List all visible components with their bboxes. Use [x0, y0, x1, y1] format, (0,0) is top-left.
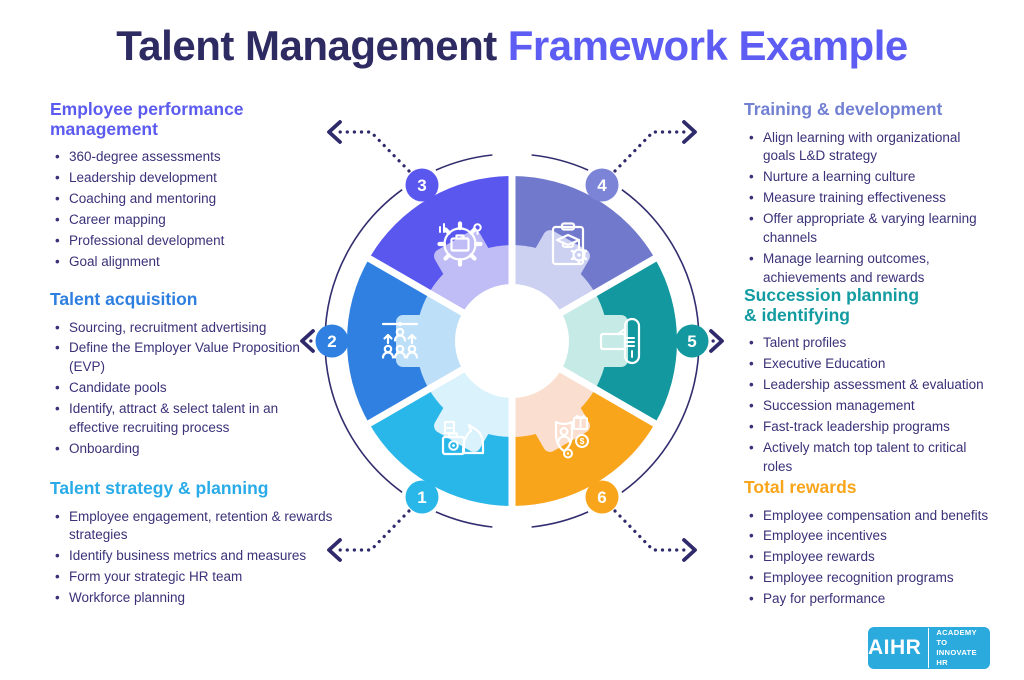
number-badge-5: 5: [675, 324, 709, 358]
tagline-line-1: ACADEMY TO: [936, 628, 977, 648]
bullet-item: Onboarding: [50, 440, 304, 459]
svg-text:2: 2: [327, 332, 336, 351]
bullet-item: Workforce planning: [50, 589, 350, 608]
bullet-item: Define the Employer Value Proposition (E…: [50, 339, 304, 377]
bullet-list: Employee engagement, retention & rewards…: [50, 508, 350, 608]
section-heading: Talent strategy & planning: [50, 478, 269, 498]
bullet-item: Employee compensation and benefits: [744, 507, 998, 526]
number-badge-2: 2: [315, 324, 349, 358]
bullet-item: Leadership development: [50, 169, 302, 188]
chess-knight-briefcase-icon: [441, 420, 485, 456]
bullet-item: Executive Education: [744, 355, 996, 374]
section-talent-strategy-planning: Talent strategy & planning Employee enga…: [50, 478, 350, 610]
bullet-item: Goal alignment: [50, 253, 302, 272]
dotted-arrow-top-right: [613, 120, 697, 173]
arrow-right-icon: [682, 538, 697, 562]
people-growth-icon: [381, 322, 419, 359]
section-talent-acquisition: Talent acquisition Sourcing, recruitment…: [50, 289, 304, 461]
number-badge-6: 6: [585, 480, 619, 514]
bullet-item: Succession management: [744, 397, 996, 416]
section-heading: Talent acquisition: [50, 289, 198, 309]
aihr-logo-wordmark: AIHR: [868, 636, 922, 659]
gear-briefcase-icon: [437, 221, 483, 267]
bullet-item: Professional development: [50, 232, 302, 251]
bullet-list: Employee compensation and benefitsEmploy…: [744, 507, 998, 609]
number-badge-3: 3: [405, 168, 439, 202]
bullet-item: Form your strategic HR team: [50, 568, 350, 587]
bullet-item: Nurture a learning culture: [744, 168, 981, 187]
bullet-item: Employee recognition programs: [744, 569, 998, 588]
bullet-item: Candidate pools: [50, 379, 304, 398]
bullet-item: 360-degree assessments: [50, 148, 302, 167]
section-heading: Training & development: [744, 99, 943, 119]
section-training-development: Training & development Align learning wi…: [744, 99, 981, 290]
hand-baton-icon: [599, 317, 641, 365]
bullet-list: Sourcing, recruitment advertisingDefine …: [50, 319, 304, 459]
bullet-item: Actively match top talent to critical ro…: [744, 439, 996, 477]
title-part-navy: Talent Management: [116, 22, 497, 69]
bullet-item: Employee engagement, retention & rewards…: [50, 508, 350, 546]
section-employee-performance-management: Employee performance management 360-degr…: [50, 99, 302, 274]
number-badge-1: 1: [405, 480, 439, 514]
bullet-list: 360-degree assessmentsLeadership develop…: [50, 148, 302, 271]
number-badge-4: 4: [585, 168, 619, 202]
bullet-item: Sourcing, recruitment advertising: [50, 319, 304, 338]
arrow-right-icon: [709, 329, 724, 353]
tagline-line-2: INNOVATE HR: [936, 648, 977, 667]
bullet-item: Identify business metrics and measures: [50, 547, 350, 566]
bullet-item: Offer appropriate & varying learning cha…: [744, 210, 981, 248]
dotted-arrow-top-left: [327, 120, 411, 173]
arrow-right-icon: [682, 120, 697, 144]
page-title: Talent Management Framework Example: [0, 22, 1024, 70]
svg-text:3: 3: [417, 176, 426, 195]
section-total-rewards: Total rewards Employee compensation and …: [744, 477, 998, 611]
bullet-item: Measure training effectiveness: [744, 189, 981, 208]
bullet-item: Manage learning outcomes, achievements a…: [744, 250, 981, 288]
bullet-item: Employee rewards: [744, 548, 998, 567]
svg-text:6: 6: [597, 488, 606, 507]
bullet-list: Talent profilesExecutive EducationLeader…: [744, 334, 996, 476]
svg-text:$: $: [580, 436, 585, 446]
svg-text:1: 1: [417, 488, 426, 507]
section-heading: Employee performance management: [50, 99, 244, 139]
bullet-item: Pay for performance: [744, 590, 998, 609]
number-badges: 3 4 2 5 1 6: [315, 168, 709, 514]
bullet-item: Align learning with organizational goals…: [744, 129, 981, 167]
title-part-purple: Framework Example: [507, 22, 909, 69]
bullet-item: Employee incentives: [744, 527, 998, 546]
graduation-clipboard-icon: [551, 222, 588, 266]
dotted-arrow-bottom-right: [613, 509, 697, 562]
bullet-item: Fast-track leadership programs: [744, 418, 996, 437]
aihr-logo-tagline: ACADEMY TO INNOVATE HR: [928, 628, 990, 668]
section-succession-planning: Succession planning & identifying Talent…: [744, 285, 996, 478]
bullet-list: Align learning with organizational goals…: [744, 129, 981, 288]
section-heading: Total rewards: [744, 477, 857, 497]
bullet-item: Identify, attract & select talent in an …: [50, 400, 304, 438]
section-heading: Succession planning & identifying: [744, 285, 920, 325]
center-disc: [455, 284, 569, 398]
bullet-item: Leadership assessment & evaluation: [744, 376, 996, 395]
shield-person-reward-icon: $: [554, 415, 589, 459]
svg-text:5: 5: [687, 332, 696, 351]
arrow-left-icon: [327, 120, 342, 144]
bullet-item: Career mapping: [50, 211, 302, 230]
bullet-item: Coaching and mentoring: [50, 190, 302, 209]
bullet-item: Talent profiles: [744, 334, 996, 353]
svg-text:4: 4: [597, 176, 607, 195]
aihr-logo: AIHR ACADEMY TO INNOVATE HR: [868, 627, 990, 669]
